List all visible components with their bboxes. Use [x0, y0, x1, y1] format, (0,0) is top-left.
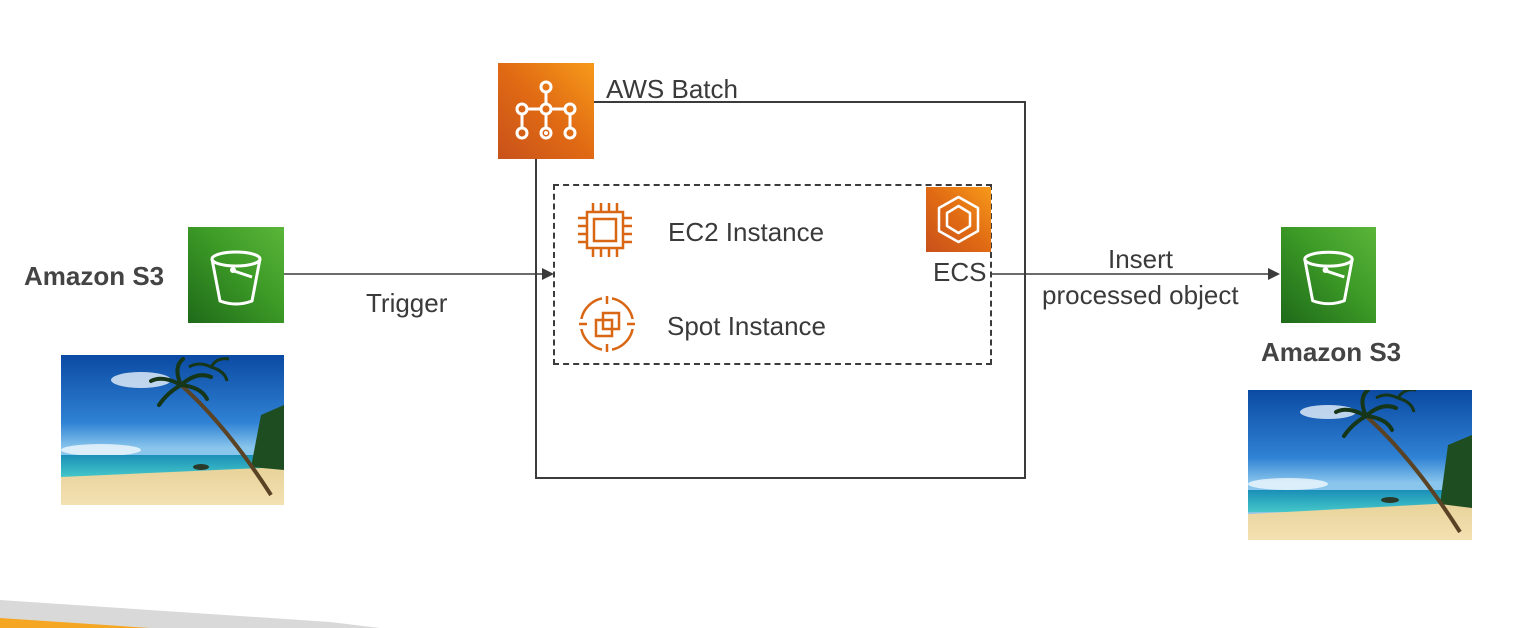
- footer-accent-stripe: [0, 600, 380, 628]
- insert-label-line1: Insert: [1108, 244, 1174, 274]
- source-beach-photo: [61, 355, 284, 505]
- spot-instance-label: Spot Instance: [667, 311, 826, 341]
- destination-beach-photo: [1248, 390, 1472, 540]
- insert-arrow: [992, 268, 1280, 280]
- ec2-instance-label: EC2 Instance: [668, 217, 825, 247]
- insert-label-line2: processed object: [1042, 280, 1239, 310]
- ecs-label: ECS: [933, 257, 987, 287]
- aws-batch-title: AWS Batch: [606, 74, 738, 104]
- destination-s3-bucket-icon: [1281, 227, 1376, 323]
- source-s3-bucket-icon: [188, 227, 284, 323]
- ecs-icon: [926, 187, 991, 252]
- compute-environment-box: [553, 184, 992, 365]
- aws-batch-container: [535, 101, 1026, 479]
- trigger-arrow: [284, 268, 554, 280]
- spot-instance-icon: [577, 294, 637, 354]
- ec2-chip-icon: [574, 199, 636, 261]
- source-s3-label: Amazon S3: [24, 261, 165, 291]
- aws-batch-icon: [498, 63, 594, 159]
- destination-s3-label: Amazon S3: [1261, 337, 1402, 367]
- trigger-label: Trigger: [366, 288, 448, 318]
